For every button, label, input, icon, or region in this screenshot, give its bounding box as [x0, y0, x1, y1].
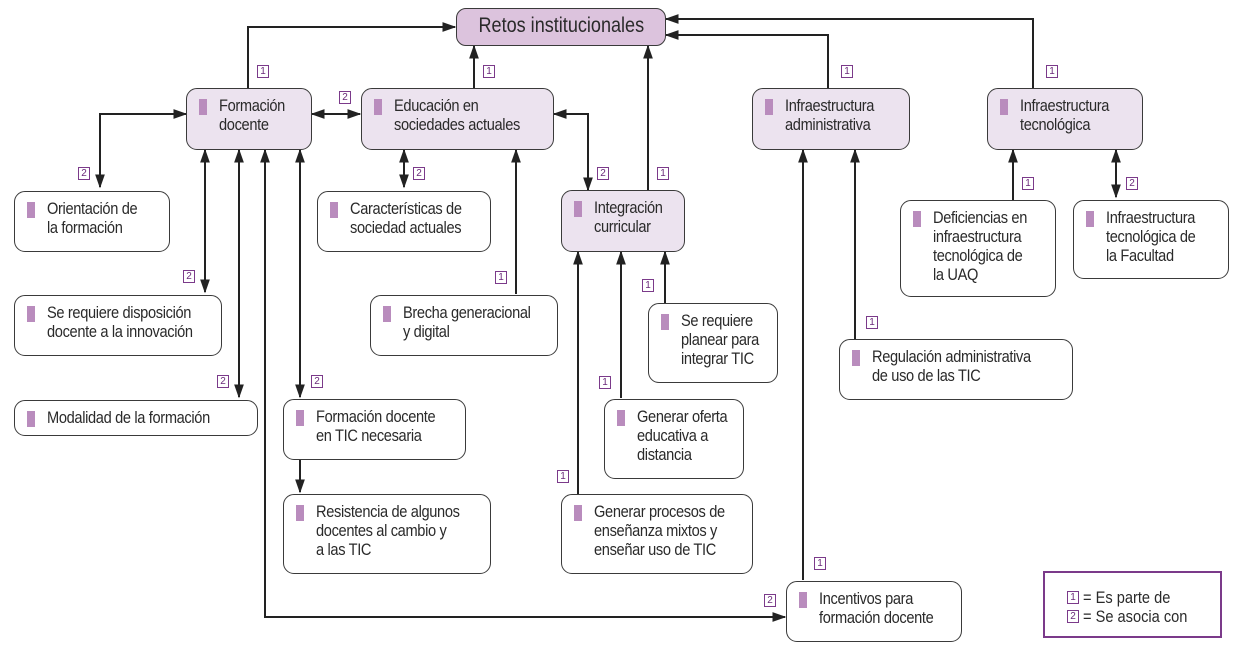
edge-infraadmin-root: [664, 30, 829, 88]
node-label: Modalidad de la formación: [47, 408, 210, 427]
node-label: Deficiencias en infraestructura tecnológ…: [933, 208, 1027, 284]
bullet-marker: [27, 202, 35, 218]
root-node-retos-institucionales: Retos institucionales: [456, 8, 666, 46]
tag-es-parte-de: 1: [657, 167, 669, 180]
bullet-marker: [1000, 99, 1008, 115]
bullet-marker: [296, 410, 304, 426]
tag-es-parte-de: 1: [1046, 65, 1058, 78]
node-modalidad-formacion: Modalidad de la formación: [14, 400, 258, 436]
node-label: Infraestructura tecnológica de la Facult…: [1106, 208, 1196, 265]
bullet-marker: [852, 350, 860, 366]
edge-incentivos-formacion: [260, 148, 787, 622]
node-resistencia-docentes: Resistencia de algunos docentes al cambi…: [283, 494, 491, 574]
edge-formacion-orientacion: [95, 109, 188, 189]
tag-es-parte-de: 1: [866, 316, 878, 329]
tag-se-asocia-con: 2: [311, 375, 323, 388]
bullet-marker: [661, 314, 669, 330]
bullet-marker: [574, 505, 582, 521]
legend-tag: 2: [1067, 610, 1079, 624]
node-orientacion-formacion: Orientación de la formación: [14, 191, 170, 252]
tag-es-parte-de: 1: [841, 65, 853, 78]
node-regulacion-administrativa: Regulación administrativa de uso de las …: [839, 339, 1073, 400]
node-incentivos-formacion: Incentivos para formación docente: [786, 581, 962, 642]
bullet-marker: [27, 411, 35, 427]
tag-es-parte-de: 1: [1022, 177, 1034, 190]
node-label: Formación docente: [219, 96, 285, 134]
bullet-marker: [27, 306, 35, 322]
legend-item: 1 = Es parte de: [1067, 588, 1185, 608]
node-disposicion-docente: Se requiere disposición docente a la inn…: [14, 295, 222, 356]
node-label: Se requiere disposición docente a la inn…: [47, 303, 193, 341]
node-label: Características de sociedad actuales: [350, 199, 462, 237]
node-label: Generar procesos de enseñanza mixtos y e…: [594, 502, 725, 559]
bullet-marker: [574, 201, 582, 217]
node-caracteristicas-sociedad: Características de sociedad actuales: [317, 191, 491, 252]
legend-item: 2 = Se asocia con: [1067, 607, 1204, 627]
tag-se-asocia-con: 2: [183, 270, 195, 283]
tag-se-asocia-con: 2: [597, 167, 609, 180]
node-label: Brecha generacional y digital: [403, 303, 531, 341]
node-deficiencias-uaq: Deficiencias en infraestructura tecnológ…: [900, 200, 1056, 297]
tag-se-asocia-con: 2: [339, 91, 351, 104]
bullet-marker: [374, 99, 382, 115]
node-integracion-curricular: Integración curricular: [561, 190, 685, 252]
bullet-marker: [1086, 211, 1094, 227]
node-infraestructura-administrativa: Infraestructura administrativa: [752, 88, 910, 150]
node-planear-integrar-tic: Se requiere planear para integrar TIC: [648, 303, 778, 383]
node-formacion-tic-necesaria: Formación docente en TIC necesaria: [283, 399, 466, 460]
root-label: Retos institucionales: [478, 14, 644, 37]
tag-es-parte-de: 1: [557, 470, 569, 483]
tag-es-parte-de: 1: [599, 376, 611, 389]
node-label: Orientación de la formación: [47, 199, 138, 237]
bullet-marker: [330, 202, 338, 218]
legend-text: = Es parte de: [1083, 588, 1171, 607]
node-oferta-distancia: Generar oferta educativa a distancia: [604, 399, 744, 479]
tag-es-parte-de: 1: [483, 65, 495, 78]
node-label: Resistencia de algunos docentes al cambi…: [316, 502, 460, 559]
node-procesos-mixtos: Generar procesos de enseñanza mixtos y e…: [561, 494, 753, 574]
node-label: Incentivos para formación docente: [819, 589, 934, 627]
node-label: Se requiere planear para integrar TIC: [681, 311, 759, 368]
bullet-marker: [765, 99, 773, 115]
node-educacion-sociedades: Educación en sociedades actuales: [361, 88, 554, 150]
tag-es-parte-de: 1: [495, 271, 507, 284]
edge-infratec-root: [664, 14, 1034, 88]
tag-se-asocia-con: 2: [217, 375, 229, 388]
tag-es-parte-de: 1: [814, 557, 826, 570]
node-label: Integración curricular: [594, 198, 663, 236]
node-formacion-docente: Formación docente: [186, 88, 312, 150]
node-infraestructura-facultad: Infraestructura tecnológica de la Facult…: [1073, 200, 1229, 279]
node-brecha-generacional: Brecha generacional y digital: [370, 295, 558, 356]
tag-es-parte-de: 1: [642, 279, 654, 292]
node-label: Infraestructura tecnológica: [1020, 96, 1110, 134]
tag-es-parte-de: 1: [257, 65, 269, 78]
tag-se-asocia-con: 2: [78, 167, 90, 180]
node-label: Regulación administrativa de uso de las …: [872, 347, 1031, 385]
node-label: Infraestructura administrativa: [785, 96, 875, 134]
legend: 1 = Es parte de 2 = Se asocia con: [1043, 571, 1222, 638]
bullet-marker: [617, 410, 625, 426]
edge-formacion-root: [247, 22, 457, 88]
tag-se-asocia-con: 2: [1126, 177, 1138, 190]
node-infraestructura-tecnologica: Infraestructura tecnológica: [987, 88, 1143, 150]
node-label: Generar oferta educativa a distancia: [637, 407, 728, 464]
legend-tag: 1: [1067, 591, 1079, 605]
bullet-marker: [383, 306, 391, 322]
bullet-marker: [296, 505, 304, 521]
node-label: Educación en sociedades actuales: [394, 96, 520, 134]
node-label: Formación docente en TIC necesaria: [316, 407, 436, 445]
bullet-marker: [913, 211, 921, 227]
bullet-marker: [199, 99, 207, 115]
tag-se-asocia-con: 2: [413, 167, 425, 180]
bullet-marker: [799, 592, 807, 608]
legend-text: = Se asocia con: [1083, 607, 1188, 626]
edge-educacion-integracion: [552, 109, 593, 192]
tag-se-asocia-con: 2: [764, 594, 776, 607]
